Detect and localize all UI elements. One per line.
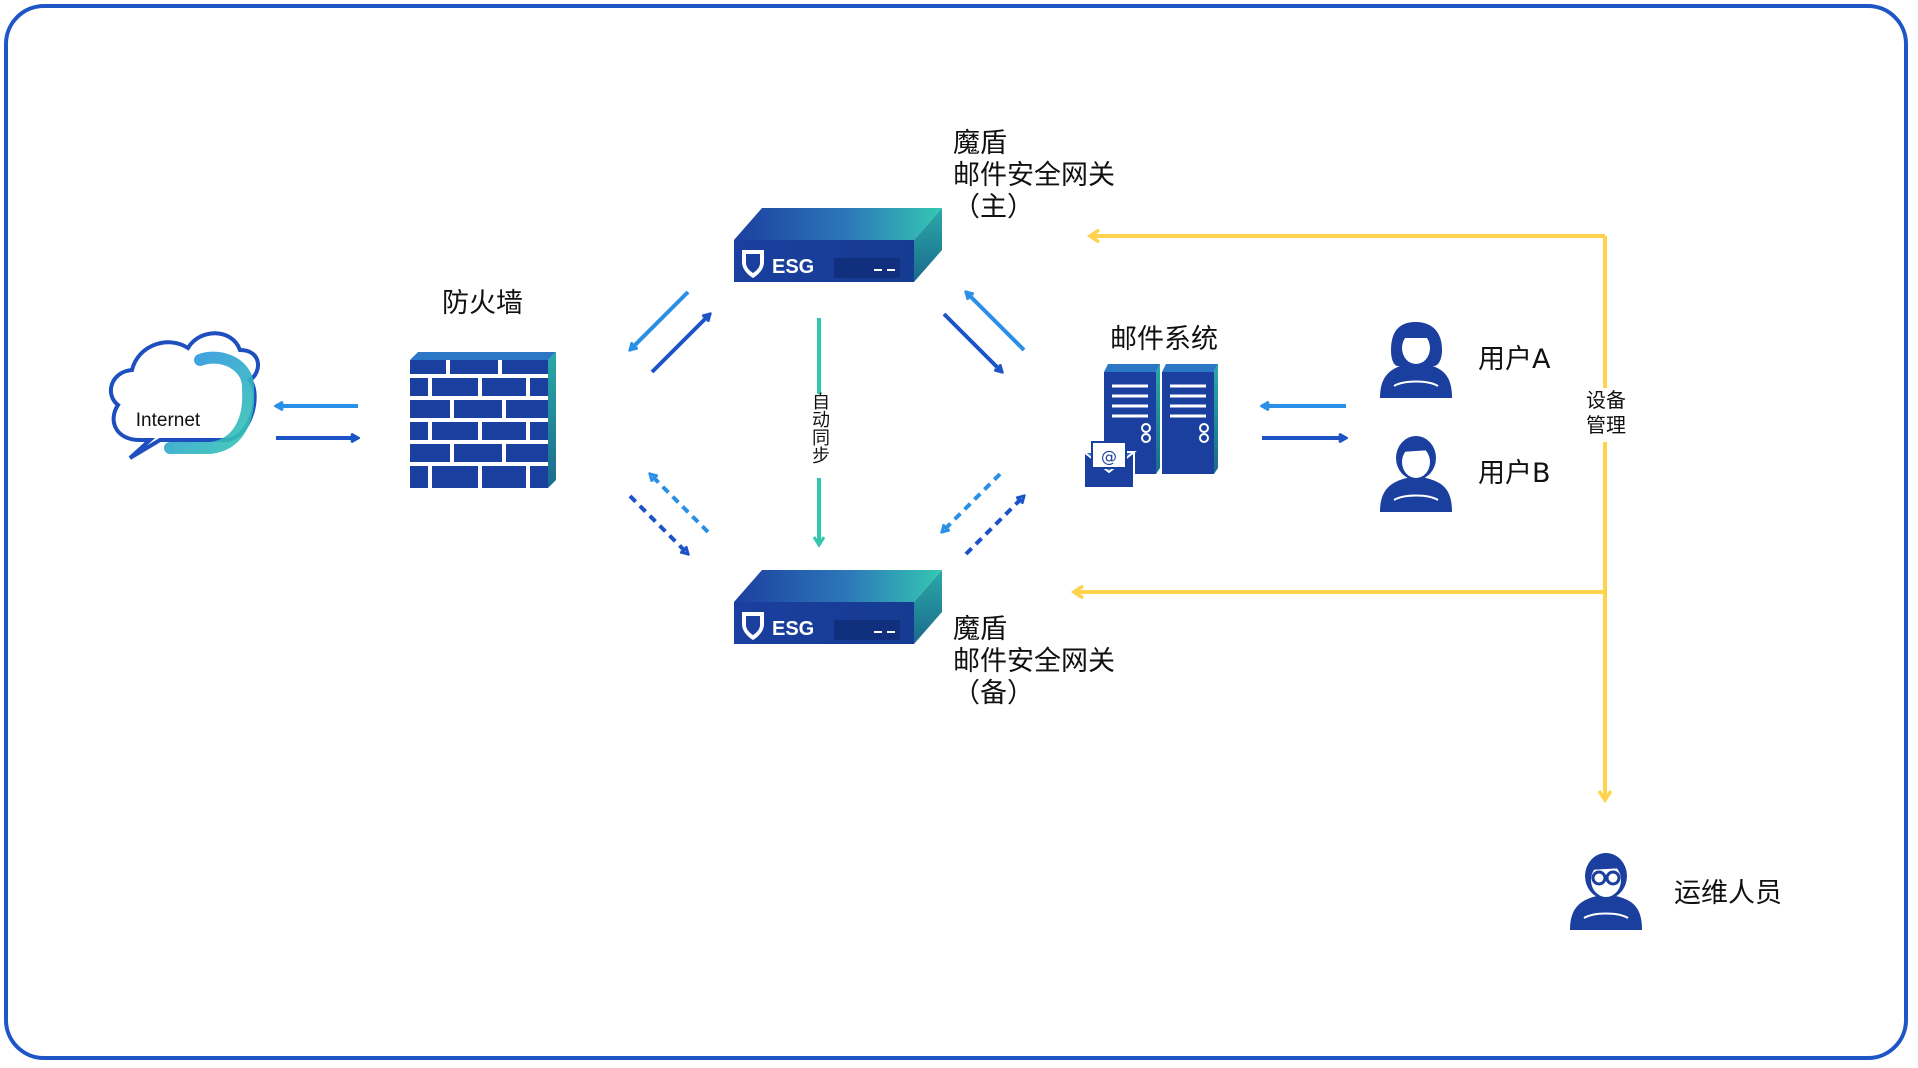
mail-system-label: 邮件系统 <box>1110 324 1218 355</box>
firewall-label: 防火墙 <box>442 288 523 319</box>
backup-gateway-line-2: 邮件安全网关 <box>953 646 1115 677</box>
arrow-primary-to-mail <box>942 312 1002 372</box>
diagram-frame <box>4 4 1908 1060</box>
user-a-avatar-icon <box>1380 322 1452 398</box>
internet-cloud-icon <box>108 331 260 460</box>
auto-sync-label-bg <box>806 394 832 478</box>
internet-label: Internet <box>136 410 201 431</box>
svg-text:@: @ <box>1101 447 1117 466</box>
device-mgmt-line-1: 设备 <box>1586 388 1626 412</box>
auto-sync-label: 自动同步 <box>809 392 830 464</box>
user-a-label: 用户A <box>1478 344 1551 375</box>
backup-gateway-line-3: （备） <box>953 678 1034 709</box>
firewall-icon <box>410 352 556 488</box>
arrow-backup-to-firewall <box>650 474 710 534</box>
user-b-avatar-icon <box>1380 436 1452 512</box>
mail-server-icon: @ <box>1081 364 1218 489</box>
arrow-firewall-to-primary <box>650 314 710 374</box>
ops-person-avatar-icon <box>1570 853 1642 930</box>
backup-gateway-line-1: 魔盾 <box>953 614 1007 645</box>
ops-label: 运维人员 <box>1674 878 1782 909</box>
primary-gateway-line-2: 邮件安全网关 <box>953 160 1115 191</box>
device-mgmt-line-2: 管理 <box>1586 413 1626 437</box>
arrow-mail-to-primary <box>966 292 1026 352</box>
esg-primary-label: ESG <box>772 256 814 278</box>
esg-primary-device-icon <box>734 208 942 282</box>
primary-gateway-label: 魔盾 邮件安全网关 （主） <box>953 128 1115 224</box>
primary-gateway-line-1: 魔盾 <box>953 128 1007 159</box>
user-b-label: 用户B <box>1478 458 1551 489</box>
primary-gateway-line-3: （主） <box>953 192 1034 223</box>
arrow-backup-to-mail <box>964 496 1024 556</box>
device-mgmt-label: 设备 管理 <box>1586 388 1626 438</box>
arrow-mail-to-backup <box>942 472 1002 532</box>
arrow-primary-to-firewall <box>630 290 690 350</box>
arrow-firewall-to-backup <box>628 494 688 554</box>
esg-backup-device-icon <box>734 570 942 644</box>
backup-gateway-label: 魔盾 邮件安全网关 （备） <box>953 614 1115 710</box>
esg-backup-label: ESG <box>772 618 814 640</box>
